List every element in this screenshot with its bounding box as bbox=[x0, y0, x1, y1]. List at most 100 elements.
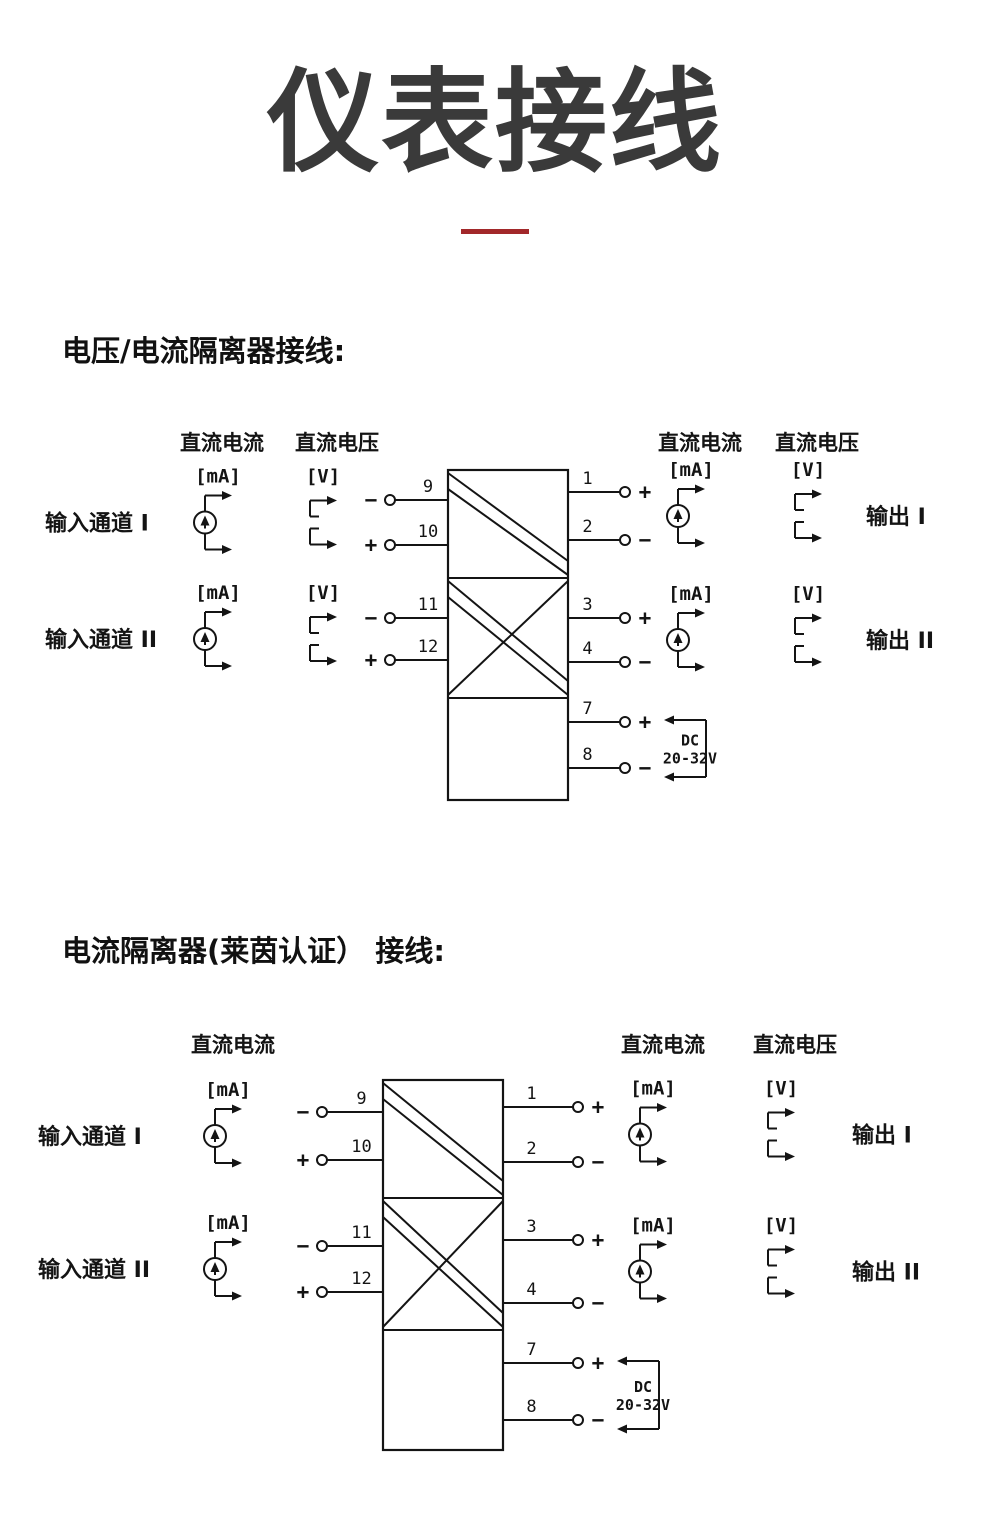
power-label-dc: DC bbox=[634, 1378, 652, 1396]
column-header: 直流电压 bbox=[295, 431, 379, 455]
arrowhead-icon bbox=[785, 1108, 795, 1117]
terminal-right: 8− bbox=[568, 745, 651, 780]
terminal-circle bbox=[619, 612, 631, 624]
unit-label-v: [V] bbox=[791, 583, 825, 605]
arrowhead-icon bbox=[695, 608, 705, 618]
arrowhead-icon bbox=[812, 613, 822, 623]
terminal-circle bbox=[572, 1414, 584, 1426]
column-header: 直流电流 bbox=[191, 1033, 275, 1057]
terminal-circle bbox=[316, 1286, 328, 1298]
arrowhead-icon bbox=[785, 1152, 795, 1161]
terminal-left: 10+ bbox=[365, 522, 448, 557]
terminal-right: 2− bbox=[568, 517, 651, 552]
arrowhead-icon bbox=[222, 661, 232, 671]
isolation-diagonal bbox=[447, 580, 569, 682]
terminal-number: 12 bbox=[351, 1269, 371, 1289]
input-channel-label: 输入通道 II bbox=[45, 627, 157, 653]
output-current-source-icon bbox=[666, 608, 705, 672]
terminal-sign: + bbox=[639, 710, 652, 734]
terminal-number: 4 bbox=[526, 1280, 536, 1300]
section2-heading: 电流隔离器(莱茵认证） 接线: bbox=[62, 934, 445, 968]
column-header: 直流电压 bbox=[753, 1033, 837, 1057]
arrowhead-icon bbox=[232, 1158, 242, 1168]
terminal-circle bbox=[316, 1240, 328, 1252]
unit-label-v: [V] bbox=[791, 459, 825, 481]
terminal-right: 8− bbox=[503, 1397, 604, 1432]
isolator-block-outline bbox=[446, 468, 570, 802]
output-channel-label: 输出 I bbox=[852, 1123, 912, 1149]
arrowhead-icon bbox=[657, 1103, 667, 1112]
terminal-sign: + bbox=[297, 1148, 310, 1172]
arrowhead-icon bbox=[664, 772, 674, 782]
terminal-circle bbox=[384, 612, 396, 624]
arrowhead-icon bbox=[232, 1291, 242, 1301]
isolation-diagonal bbox=[382, 1200, 504, 1328]
unit-label-ma: [mA] bbox=[668, 459, 714, 481]
output-voltage-icon bbox=[767, 1108, 795, 1161]
terminal-right: 1+ bbox=[568, 469, 651, 504]
terminal-number: 11 bbox=[418, 595, 438, 615]
terminal-number: 1 bbox=[526, 1084, 536, 1104]
terminal-number: 1 bbox=[582, 469, 592, 489]
terminal-sign: − bbox=[297, 1234, 310, 1258]
power-label-voltage: 20-32V bbox=[616, 1396, 670, 1414]
output-voltage-icon bbox=[794, 613, 822, 667]
terminal-number: 2 bbox=[526, 1139, 536, 1159]
source-arrow-head bbox=[200, 515, 210, 526]
terminal-sign: + bbox=[592, 1351, 605, 1375]
arrowhead-icon bbox=[695, 484, 705, 494]
terminal-sign: − bbox=[297, 1100, 310, 1124]
terminal-sign: − bbox=[592, 1408, 605, 1432]
terminal-right: 4− bbox=[568, 639, 651, 674]
arrowhead-icon bbox=[812, 489, 822, 499]
arrowhead-icon bbox=[327, 496, 337, 505]
source-arrow-head bbox=[200, 632, 210, 642]
terminal-right: 1+ bbox=[503, 1084, 604, 1119]
terminal-number: 3 bbox=[582, 595, 592, 615]
isolation-diagonal bbox=[382, 1082, 504, 1182]
output-channel-label: 输出 II bbox=[866, 628, 934, 654]
arrowhead-icon bbox=[232, 1104, 242, 1114]
terminal-sign: − bbox=[592, 1150, 605, 1174]
terminal-circle bbox=[619, 762, 631, 774]
terminal-right: 3+ bbox=[568, 595, 651, 630]
isolation-diagonal bbox=[447, 488, 569, 576]
terminal-right: 7+ bbox=[503, 1340, 604, 1375]
arrowhead-icon bbox=[785, 1289, 795, 1298]
terminal-number: 12 bbox=[418, 637, 438, 657]
arrowhead-icon bbox=[695, 662, 705, 672]
column-header: 直流电流 bbox=[658, 431, 742, 455]
unit-label-ma: [mA] bbox=[195, 466, 241, 488]
arrowhead-icon bbox=[617, 1356, 627, 1366]
terminal-left: 12 + bbox=[365, 637, 448, 672]
terminal-left: 9− bbox=[297, 1089, 383, 1124]
page-title: 仪表接线 bbox=[267, 58, 723, 188]
input-voltage-icon bbox=[309, 496, 337, 549]
terminal-circle bbox=[316, 1106, 328, 1118]
column-header: 直流电压 bbox=[775, 431, 859, 455]
arrowhead-icon bbox=[812, 657, 822, 667]
terminal-number: 10 bbox=[418, 522, 438, 542]
terminal-sign: + bbox=[592, 1228, 605, 1252]
output-current-source-icon bbox=[628, 1103, 667, 1166]
unit-label-v: [V] bbox=[306, 582, 340, 604]
isolation-diagonal bbox=[447, 472, 569, 562]
terminal-circle bbox=[316, 1154, 328, 1166]
arrowhead-icon bbox=[657, 1157, 667, 1166]
terminal-circle bbox=[619, 534, 631, 546]
terminal-sign: − bbox=[365, 488, 378, 512]
arrowhead-icon bbox=[695, 538, 705, 548]
isolation-diagonal bbox=[447, 596, 569, 696]
terminal-sign: + bbox=[365, 648, 378, 672]
input-current-source-icon bbox=[203, 1104, 242, 1168]
terminal-circle bbox=[619, 656, 631, 668]
terminal-circle bbox=[619, 716, 631, 728]
isolation-diagonal bbox=[382, 1098, 504, 1196]
terminal-circle bbox=[384, 494, 396, 506]
power-label-voltage: 20-32V bbox=[663, 750, 717, 768]
output-voltage-icon bbox=[794, 489, 822, 543]
